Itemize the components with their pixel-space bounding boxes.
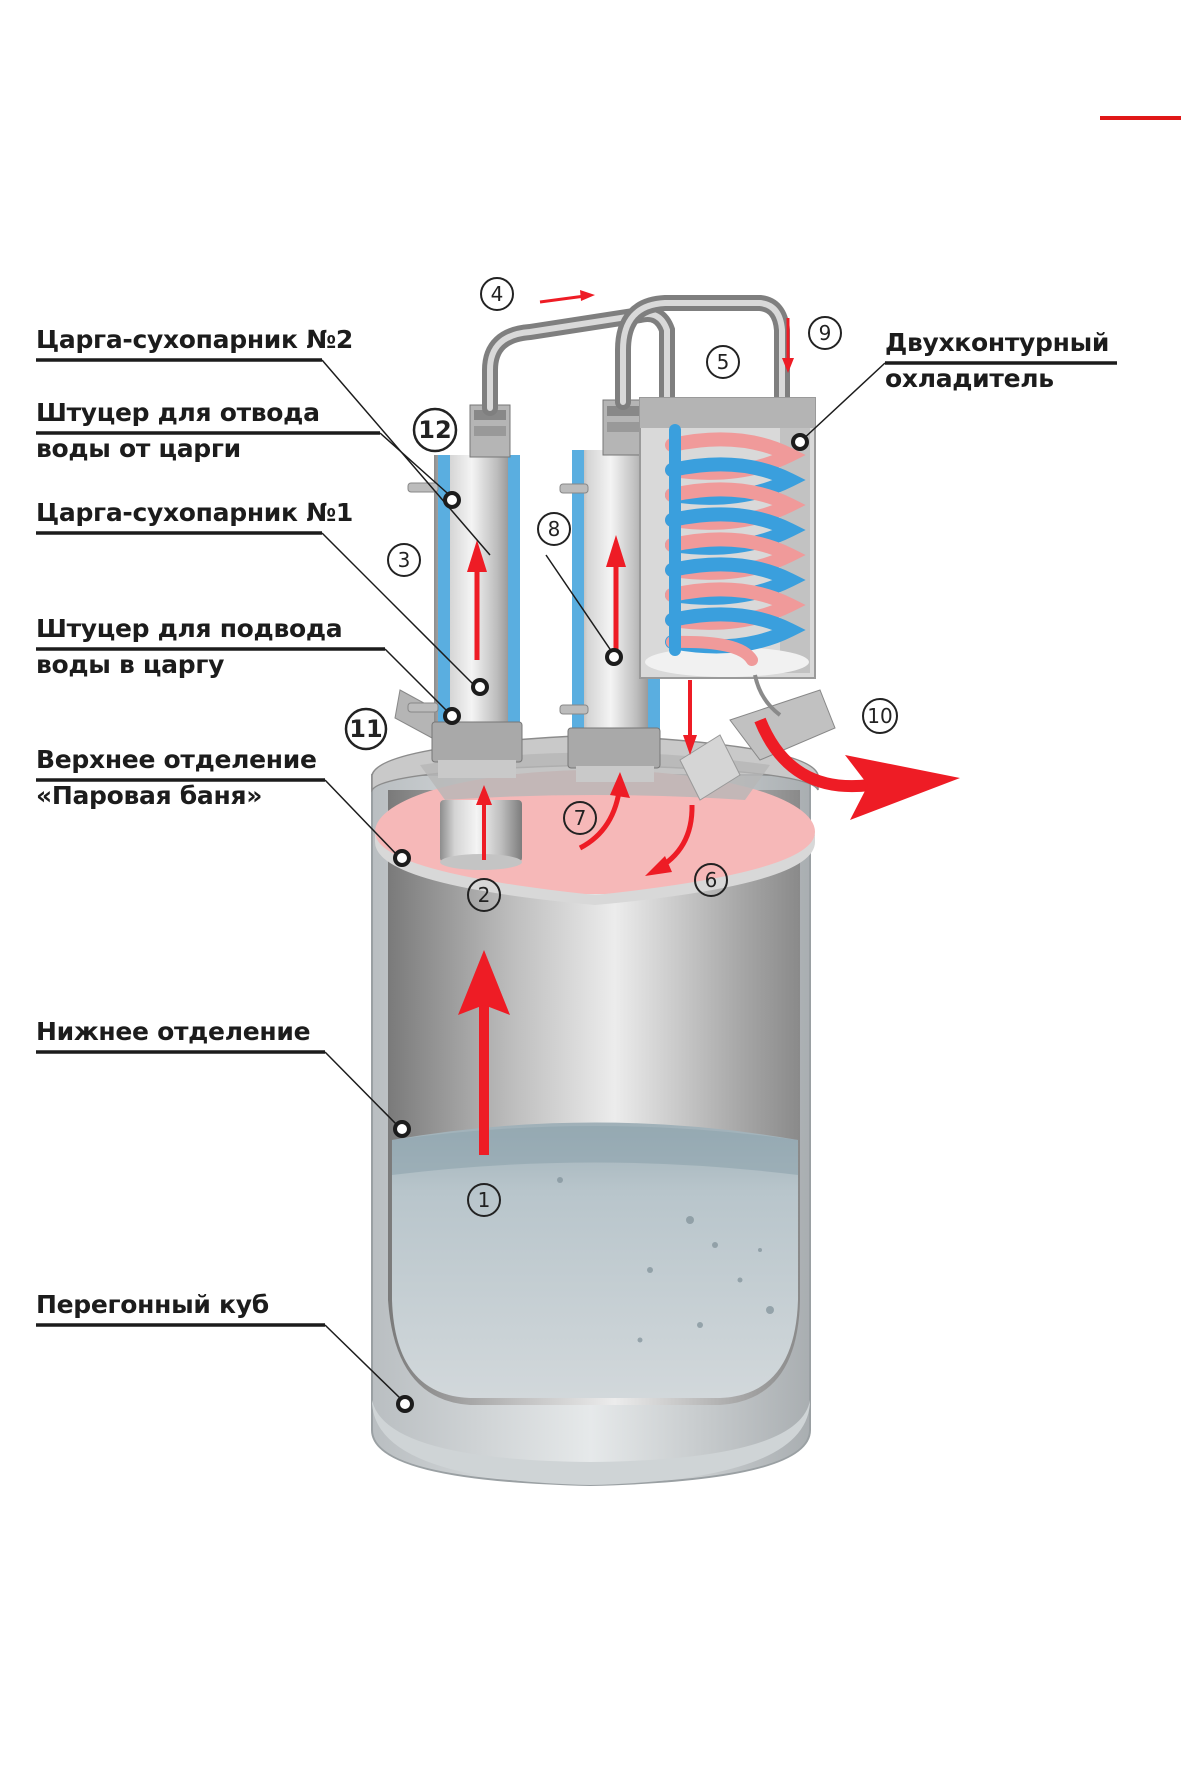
flow-arrow-4 (539, 294, 586, 304)
still-body (371, 689, 836, 1487)
inlet-fitting (559, 704, 589, 715)
water-jacket (572, 450, 584, 730)
label-inlet-fitting: Штуцер для подвода воды в царгу (36, 611, 343, 683)
steam-tube (440, 800, 522, 862)
svg-text:9: 9 (819, 321, 832, 345)
svg-text:12: 12 (418, 416, 451, 444)
svg-text:5: 5 (717, 350, 730, 374)
label-text: Двухконтурный (885, 328, 1110, 357)
svg-text:11: 11 (349, 715, 382, 743)
marker-11: 11 (344, 707, 388, 751)
bubbles (557, 1177, 774, 1343)
pointer-dots (393, 433, 809, 1413)
label-text: Верхнее отделение (36, 745, 317, 774)
label-cooler: Двухконтурный охладитель (885, 325, 1109, 397)
marker-3: 3 (387, 543, 421, 577)
label-text: Царга-сухопарник №2 (36, 325, 353, 354)
label-text: воды от царги (36, 434, 241, 463)
steam-pipes (482, 295, 790, 416)
svg-text:3: 3 (398, 548, 411, 572)
label-upper-compartment: Верхнее отделение «Паровая баня» (36, 742, 317, 814)
outlet-fitting (407, 482, 439, 493)
water-jacket (508, 455, 520, 725)
drain-fitting (679, 734, 741, 801)
coil (665, 424, 806, 666)
mash-liquid (392, 1122, 798, 1398)
marker-9: 9 (808, 316, 842, 350)
svg-text:1: 1 (478, 1188, 491, 1212)
marker-6: 6 (694, 863, 728, 897)
number-markers: 1 2 3 4 5 6 7 8 9 10 11 12 (344, 277, 898, 1217)
handle-right (729, 689, 836, 761)
flow-arrow-10 (754, 717, 871, 793)
marker-4: 4 (480, 277, 514, 311)
label-text: охладитель (885, 364, 1054, 393)
label-text: Штуцер для подвода (36, 614, 343, 643)
marker-5: 5 (706, 345, 740, 379)
svg-text:8: 8 (548, 517, 561, 541)
label-text: воды в царгу (36, 650, 225, 679)
flow-arrows (458, 290, 960, 1155)
label-text: Штуцер для отвода (36, 398, 320, 427)
leader-lines (36, 358, 1117, 1401)
label-dryer-1: Царга-сухопарник №1 (36, 495, 353, 531)
marker-2: 2 (467, 878, 501, 912)
label-lower-compartment: Нижнее отделение (36, 1014, 311, 1050)
svg-text:4: 4 (491, 282, 504, 306)
marker-12: 12 (412, 407, 458, 453)
dual-circuit-cooler (639, 397, 816, 717)
label-text: Перегонный куб (36, 1290, 269, 1319)
svg-text:7: 7 (574, 806, 587, 830)
label-text: Царга-сухопарник №1 (36, 498, 353, 527)
label-text: Нижнее отделение (36, 1017, 311, 1046)
marker-1: 1 (467, 1183, 501, 1217)
marker-7: 7 (563, 801, 597, 835)
marker-10: 10 (862, 698, 898, 734)
label-outlet-fitting: Штуцер для отвода воды от царги (36, 395, 320, 467)
svg-text:6: 6 (705, 868, 718, 892)
label-text: «Паровая баня» (36, 781, 263, 810)
label-still: Перегонный куб (36, 1287, 269, 1323)
marker-8: 8 (537, 512, 571, 546)
svg-text:10: 10 (867, 704, 892, 728)
label-dryer-2: Царга-сухопарник №2 (36, 322, 353, 358)
outlet-fitting (559, 483, 589, 494)
svg-text:2: 2 (478, 883, 491, 907)
inlet-fitting (407, 702, 439, 713)
